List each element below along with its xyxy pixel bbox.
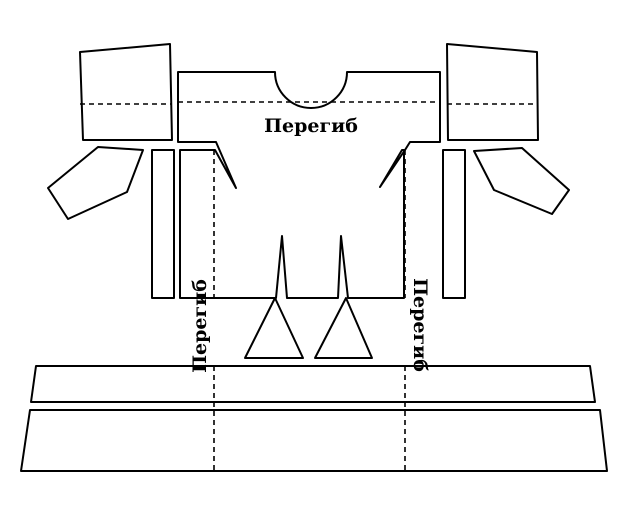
left-narrow-strip bbox=[151, 149, 175, 299]
fold-label-left: Перегиб bbox=[189, 279, 211, 373]
left-cuff-piece bbox=[47, 146, 144, 220]
right-gusset-triangle bbox=[314, 297, 373, 359]
skirt-upper-band bbox=[30, 365, 596, 403]
right-cuff-piece bbox=[473, 147, 570, 215]
right-sleeve-piece bbox=[446, 43, 539, 141]
skirt-lower-panel bbox=[20, 409, 608, 472]
fold-label-top: Перегиб bbox=[264, 115, 358, 137]
right-narrow-strip bbox=[442, 149, 466, 299]
bodice-piece bbox=[177, 71, 441, 299]
fold-label-right: Перегиб bbox=[409, 278, 431, 372]
left-sleeve-piece bbox=[79, 43, 173, 141]
left-gusset-triangle bbox=[244, 297, 304, 359]
